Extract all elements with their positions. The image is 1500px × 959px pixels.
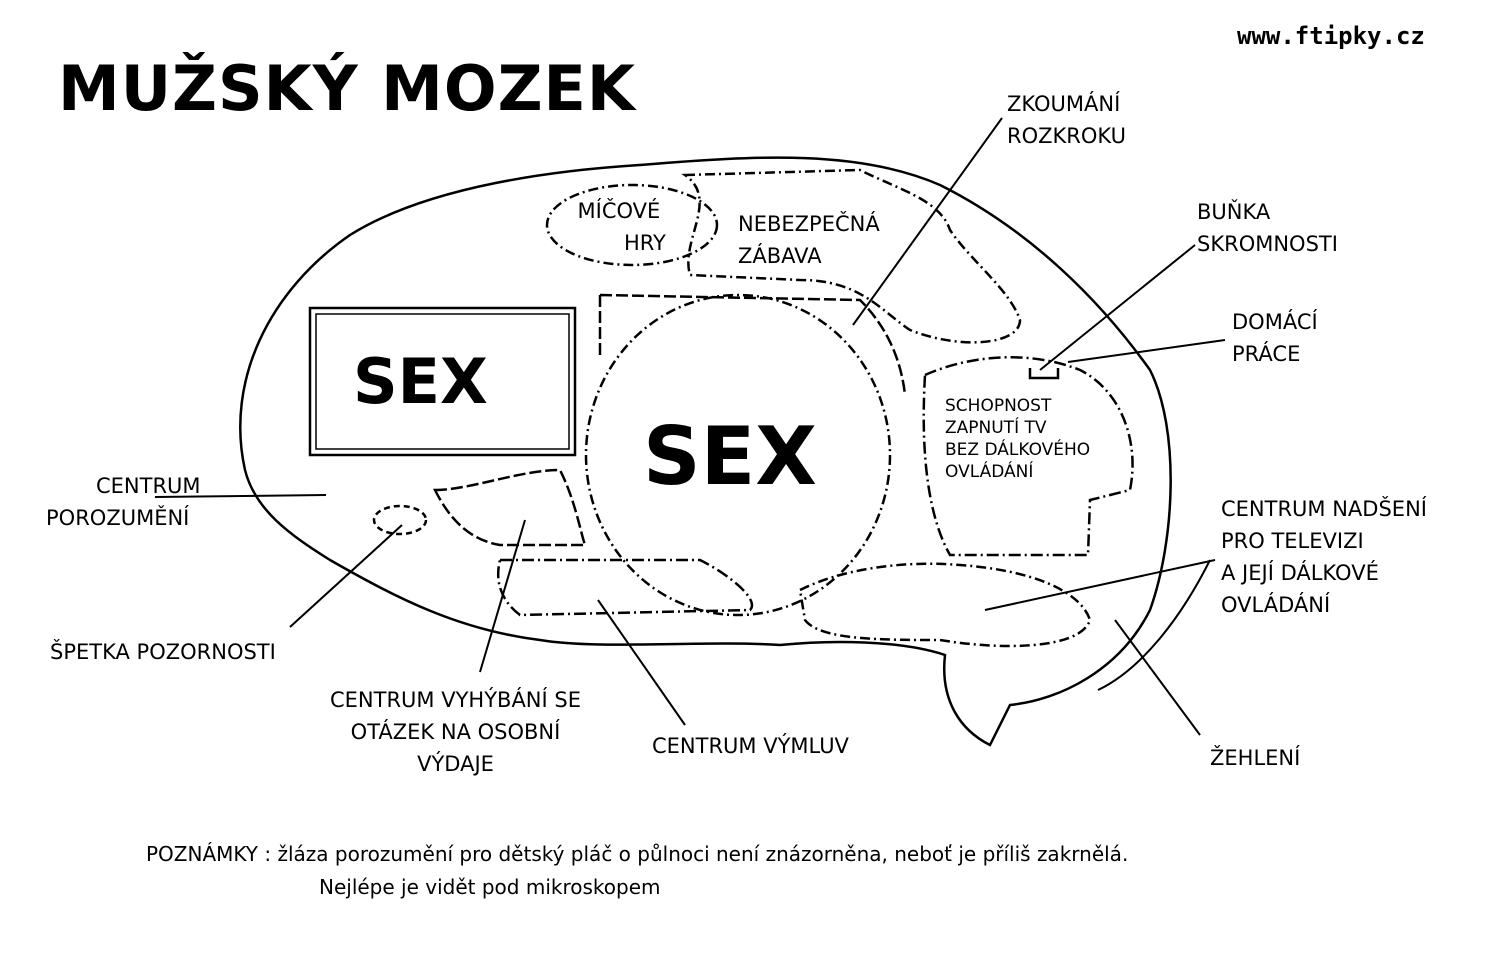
label-line: PRÁCE — [1232, 342, 1301, 366]
label-bunka-skromnosti: BUŇKA SKROMNOSTI — [1197, 196, 1338, 260]
label-line: ZÁBAVA — [738, 244, 822, 268]
sex-center-region — [584, 293, 892, 617]
sex-box-label: SEX — [353, 345, 488, 418]
label-line: ROZKROKU — [1007, 124, 1126, 148]
spetka-region — [372, 504, 428, 536]
label-line: OVLÁDÁNÍ — [945, 462, 1034, 482]
bunka-region — [1028, 368, 1060, 380]
notes-line2: Nejlépe je vidět pod mikroskopem — [319, 875, 661, 899]
label-line: VÝDAJE — [417, 752, 494, 776]
brain-outline — [239, 156, 1172, 747]
nebezpecna-zabava-region — [681, 168, 1022, 344]
schopnost-tv-region — [922, 356, 1134, 557]
label-line: CENTRUM VYHÝBÁNÍ SE — [330, 688, 581, 712]
label-line: POROZUMĚNÍ — [46, 506, 190, 530]
label-line: DOMÁCÍ — [1232, 310, 1318, 334]
sex-box-frame — [308, 306, 577, 457]
label-line: ZAPNUTÍ TV — [945, 418, 1047, 438]
label-line: BUŇKA — [1197, 200, 1271, 224]
label-line: A JEJÍ DÁLKOVÉ — [1221, 561, 1379, 585]
website-url: www.ftipky.cz — [1237, 22, 1425, 50]
label-centrum-vymluv: CENTRUM VÝMLUV — [652, 734, 849, 758]
label-domaci-prace: DOMÁCÍ PRÁCE — [1232, 306, 1318, 370]
zkoumani-region — [598, 293, 907, 396]
label-line: SKROMNOSTI — [1197, 232, 1338, 256]
label-nebezpecna-zabava: NEBEZPEČNÁ ZÁBAVA — [738, 208, 880, 272]
label-line: HRY — [624, 231, 666, 255]
label-line: CENTRUM — [96, 474, 201, 498]
label-line: ZKOUMÁNÍ — [1007, 92, 1121, 116]
label-zehleni: ŽEHLENÍ — [1210, 746, 1301, 770]
label-line: OTÁZEK NA OSOBNÍ — [350, 720, 561, 744]
page-title: MUŽSKÝ MOZEK — [58, 52, 636, 125]
label-schopnost-tv: SCHOPNOST ZAPNUTÍ TV BEZ DÁLKOVÉHO OVLÁD… — [945, 395, 1090, 483]
label-line: NEBEZPEČNÁ — [738, 212, 880, 236]
label-line: SCHOPNOST — [945, 396, 1052, 416]
sex-center-label: SEX — [643, 410, 817, 503]
vyhybani-region — [432, 468, 587, 547]
vymluv-region — [496, 558, 754, 617]
notes-label: POZNÁMKY : — [146, 842, 272, 866]
notes: POZNÁMKY : žláza porozumění pro dětský p… — [146, 838, 1128, 904]
label-zkoumani-rozkroku: ZKOUMÁNÍ ROZKROKU — [1007, 88, 1126, 152]
label-line: BEZ DÁLKOVÉHO — [945, 440, 1091, 460]
label-spetka-pozornosti: ŠPETKA POZORNOSTI — [50, 640, 276, 664]
label-centrum-vyhybani: CENTRUM VYHÝBÁNÍ SE OTÁZEK NA OSOBNÍ VÝD… — [330, 684, 581, 780]
label-centrum-nadseni: CENTRUM NADŠENÍ PRO TELEVIZI A JEJÍ DÁLK… — [1221, 493, 1427, 621]
leader-lines — [154, 117, 1226, 736]
nadseni-region — [798, 562, 1092, 648]
micove-hry-region — [545, 183, 719, 267]
label-line: PRO TELEVIZI — [1221, 529, 1364, 553]
label-micove-hry: MÍČOVÉ HRY — [572, 195, 666, 259]
notes-line1: žláza porozumění pro dětský pláč o půlno… — [277, 842, 1129, 866]
label-centrum-porozumeni: CENTRUM POROZUMĚNÍ — [46, 470, 201, 534]
label-line: MÍČOVÉ — [577, 199, 661, 223]
label-line: CENTRUM NADŠENÍ — [1221, 497, 1427, 521]
label-line: OVLÁDÁNÍ — [1221, 593, 1331, 617]
